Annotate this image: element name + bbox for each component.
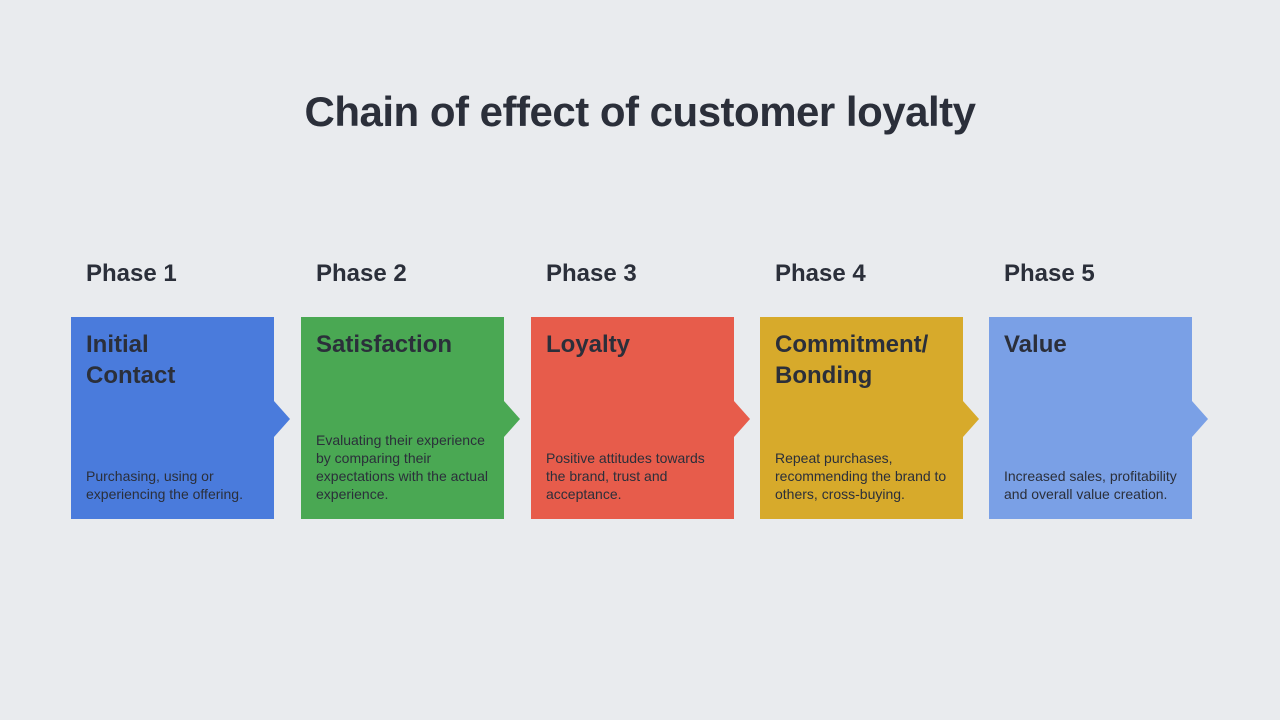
phase-3-card: Loyalty Positive attitudes towards the b… (531, 317, 750, 519)
phase-3-title: Loyalty (546, 329, 719, 360)
phase-3-title-line-1: Loyalty (546, 331, 631, 358)
phase-5-arrow (1192, 401, 1208, 437)
phase-3-label: Phase 3 (546, 260, 637, 287)
phase-2-card: Satisfaction Evaluating their experience… (301, 317, 520, 519)
phase-4-title: Commitment/ Bonding (775, 329, 948, 391)
phase-2-title-line-1: Satisfaction (316, 331, 453, 358)
phase-3-arrow (734, 401, 750, 437)
phase-1-label: Phase 1 (86, 260, 177, 287)
phase-1-description: Purchasing, using or experiencing the of… (86, 468, 243, 502)
phase-5-title: Value (1004, 329, 1177, 360)
phase-5-title-line-1: Value (1004, 331, 1067, 358)
phase-3-description: Positive attitudes towards the brand, tr… (546, 450, 705, 502)
slide-title: Chain of effect of customer loyalty (304, 88, 976, 135)
phase-1-card: Initial Contact Purchasing, using or exp… (71, 317, 290, 519)
phase-1-arrow (274, 401, 290, 437)
phase-4-title-line-2: Bonding (775, 362, 873, 389)
phase-4-description: Repeat purchases, recommending the brand… (775, 450, 947, 502)
phase-2-title: Satisfaction (316, 329, 489, 360)
phase-2-description: Evaluating their experience by comparing… (316, 432, 488, 502)
phase-4-arrow (963, 401, 979, 437)
phase-4-label: Phase 4 (775, 260, 866, 287)
phase-1-title: Initial Contact (86, 329, 259, 391)
phase-2-arrow (504, 401, 520, 437)
phase-5-description: Increased sales, profitability and overa… (1004, 468, 1177, 502)
phase-2-label: Phase 2 (316, 260, 407, 287)
phase-1-title-line-2: Contact (86, 362, 176, 389)
phase-1-title-line-1: Initial (86, 331, 149, 358)
phase-4-title-line-1: Commitment/ (775, 331, 929, 358)
phase-4-card: Commitment/ Bonding Repeat purchases, re… (760, 317, 979, 519)
phase-5-label: Phase 5 (1004, 260, 1095, 287)
phase-5-card: Value Increased sales, profitability and… (989, 317, 1208, 519)
